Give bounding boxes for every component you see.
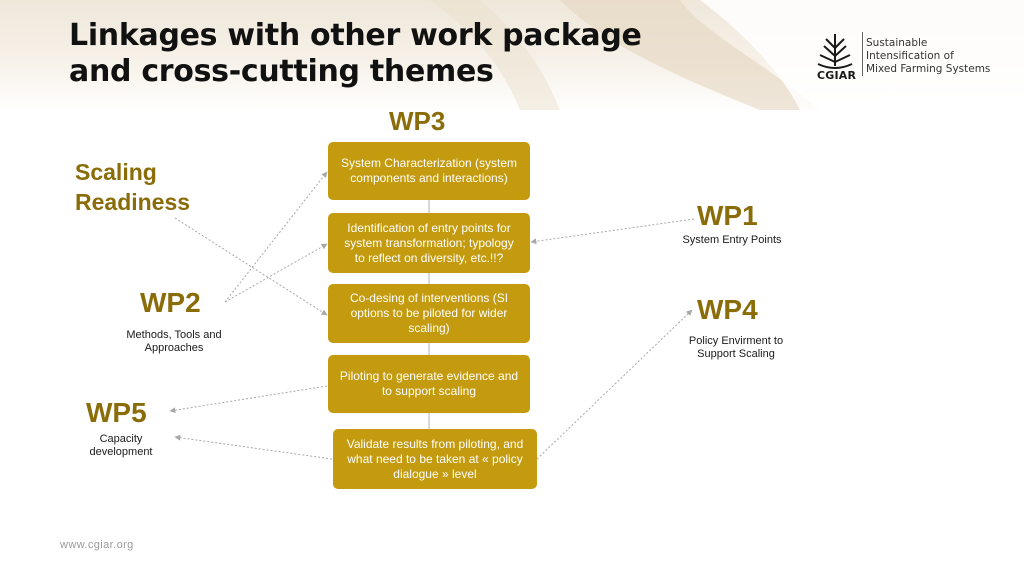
step-1-line-1: System Characterization (system (340, 156, 518, 170)
wp1-description: System Entry Points (682, 234, 782, 246)
step-5-line-3: dialogue » level (393, 466, 477, 481)
step-box-2: Identification of entry points for syste… (328, 213, 530, 273)
title-line-2: and cross-cutting themes (69, 54, 494, 89)
cgiar-logo: CGIAR Sustainable Intensification of Mix… (812, 28, 992, 88)
wp5-description-line-2: development (89, 446, 153, 458)
arrow-wp1-to-step2 (530, 218, 695, 245)
arrow-step5-to-wp4 (536, 309, 693, 460)
arrow-step5-to-wp5 (174, 434, 333, 460)
wp4-heading: WP4 (697, 294, 758, 325)
logo-wordmark: CGIAR (817, 69, 857, 82)
footer-url[interactable]: www.cgiar.org (60, 539, 134, 551)
wp5-description-line-1: Capacity (99, 433, 143, 445)
step-box-5: Validate results from piloting, and what… (333, 429, 537, 489)
wheat-icon (817, 34, 853, 69)
step-2-line-3: to reflect on diversity, etc.!!? (354, 250, 504, 265)
page-title: Linkages with other work package and cro… (69, 18, 642, 90)
step-3-line-1: Co-desing of interventions (SI (349, 291, 509, 305)
step-1-line-2: components and interactions) (350, 171, 508, 185)
step-5-line-2: what need to be taken at « policy (347, 451, 523, 466)
step-box-3: Co-desing of interventions (SI options t… (328, 284, 530, 343)
wp4-description-line-2: Support Scaling (697, 348, 775, 360)
scaling-readiness-line-1: Scaling (75, 159, 157, 185)
wp2-description-line-1: Methods, Tools and (126, 329, 222, 341)
scaling-readiness-label: Scaling Readiness (75, 157, 190, 217)
step-4-line-2: to support scaling (381, 384, 477, 398)
scaling-readiness-line-2: Readiness (75, 189, 191, 215)
program-name: Sustainable Intensification of Mixed Far… (866, 37, 990, 76)
wp4-description: Policy Envirment to Support Scaling (676, 335, 796, 361)
step-3-line-3: scaling) (408, 321, 450, 335)
arrow-step4-to-wp5 (169, 385, 328, 414)
arrow-wp2-to-step1 (224, 171, 328, 303)
wp5-heading: WP5 (86, 397, 147, 428)
logo-divider (862, 32, 863, 76)
step-box-4: Piloting to generate evidence and to sup… (328, 355, 530, 413)
step-3-line-2: options to be piloted for wider (350, 306, 508, 320)
arrow-wp2-to-step2 (224, 243, 328, 303)
wp3-heading: WP3 (389, 106, 446, 136)
wp4-description-line-1: Policy Envirment to (688, 335, 784, 347)
step-2-line-1: Identification of entry points for (347, 220, 511, 235)
step-5-line-1: Validate results from piloting, and (346, 436, 524, 451)
step-box-1: System Characterization (system componen… (328, 142, 530, 200)
wp2-heading: WP2 (140, 287, 201, 318)
program-name-line-3: Mixed Farming Systems (866, 63, 991, 75)
program-name-line-2: Intensification of (866, 50, 954, 62)
program-name-line-1: Sustainable (866, 37, 928, 49)
wp2-description-line-2: Approaches (144, 342, 204, 354)
step-4-line-1: Piloting to generate evidence and (339, 369, 519, 383)
title-line-1: Linkages with other work package (69, 18, 642, 53)
wp5-description: Capacity development (80, 433, 162, 459)
wp1-heading: WP1 (697, 200, 758, 231)
step-2-line-2: system transformation; typology (344, 235, 514, 250)
wp2-description: Methods, Tools and Approaches (114, 329, 234, 355)
